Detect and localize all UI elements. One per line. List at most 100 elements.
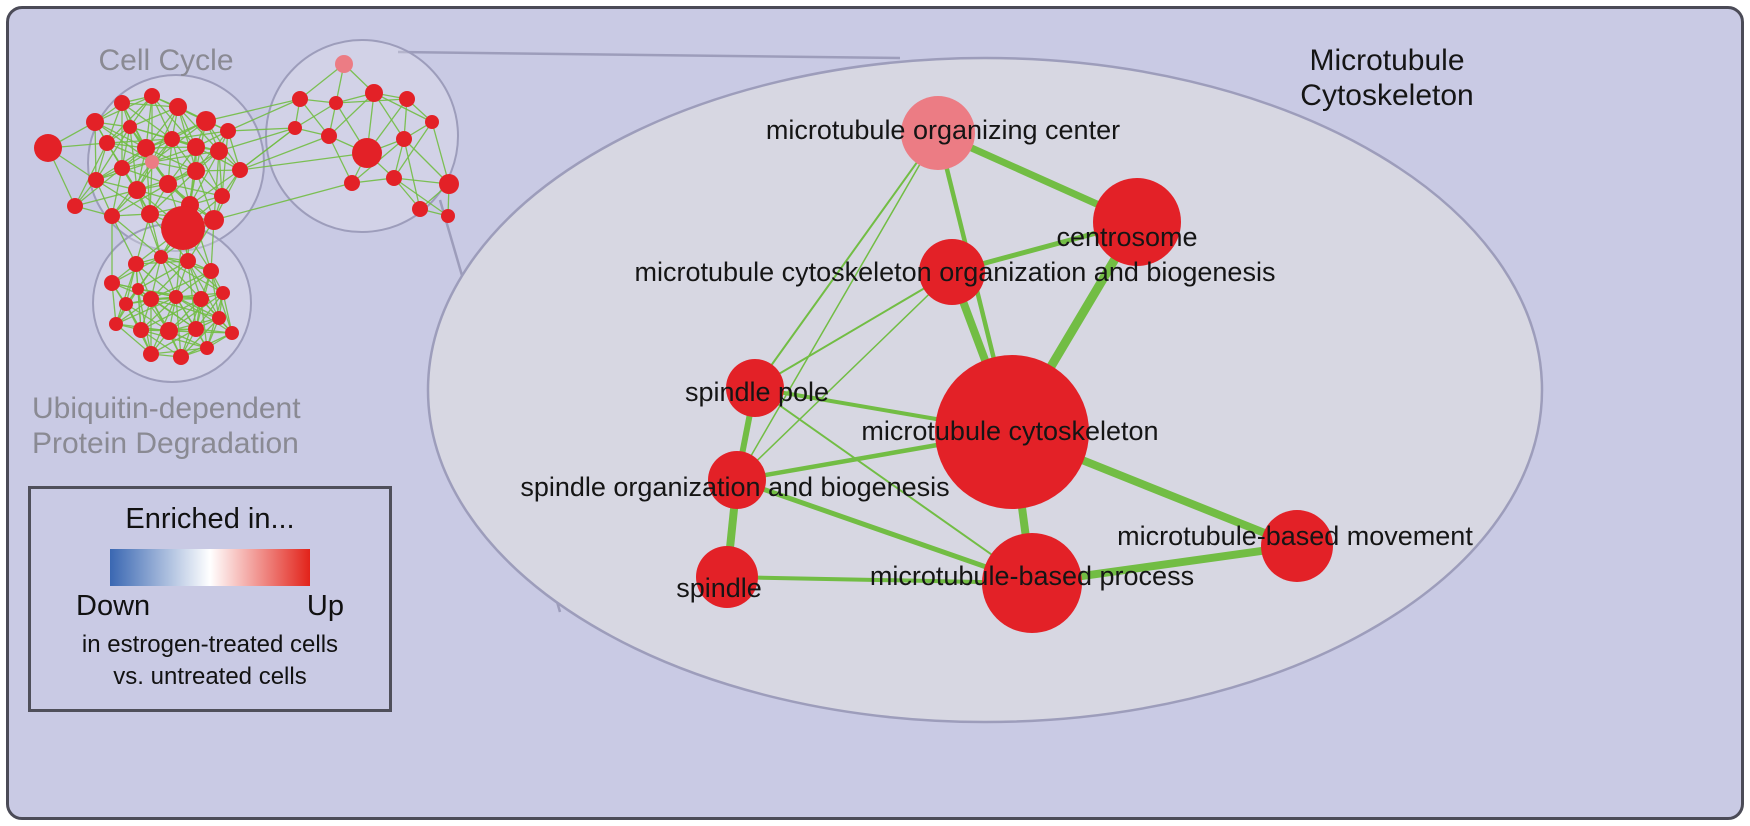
overview-node	[104, 275, 120, 291]
overview-edge	[111, 183, 169, 217]
overview-edge	[328, 92, 375, 137]
overview-edge	[177, 106, 220, 152]
microtubule-label-line2: Cytoskeleton	[1300, 78, 1474, 112]
overview-node	[137, 139, 155, 157]
overview-node	[164, 131, 180, 147]
node-label-spindle: spindle	[676, 573, 762, 603]
cluster-label-ubiquitin: Ubiquitin-dependent Protein Degradation	[32, 392, 301, 461]
overview-edge	[149, 170, 197, 215]
overview-node	[214, 188, 230, 204]
overview-edge	[175, 296, 182, 358]
overview-node	[187, 138, 205, 156]
overview-node	[114, 160, 130, 176]
overview-node	[67, 198, 83, 214]
node-mbm	[1261, 510, 1333, 582]
zoom-connector-line	[397, 50, 901, 60]
overview-edge	[177, 106, 197, 172]
overview-node	[210, 142, 228, 160]
overview-edge	[137, 288, 152, 355]
overview-node	[441, 209, 455, 223]
overview-node	[216, 286, 230, 300]
cluster-label-microtubule-cytoskeleton: Microtubule Cytoskeleton	[1262, 44, 1512, 113]
edge-sob-mbp	[736, 477, 1033, 586]
node-centrosome	[1093, 178, 1181, 266]
overview-node	[225, 326, 239, 340]
overview-edge	[213, 182, 353, 221]
overview-node	[180, 253, 196, 269]
overview-edge	[111, 167, 123, 217]
ubiquitin-label-line2: Protein Degradation	[32, 426, 299, 460]
overview-node	[352, 138, 382, 168]
overview-node	[196, 111, 216, 131]
overview-node	[123, 120, 137, 134]
overview-node	[232, 162, 248, 178]
overview-node	[160, 322, 178, 340]
overview-node	[169, 290, 183, 304]
overview-edge	[121, 102, 173, 140]
overview-edge	[74, 189, 138, 207]
overview-edge	[299, 63, 345, 100]
overview-node	[386, 170, 402, 186]
overview-node	[88, 172, 104, 188]
overview-edge	[189, 169, 241, 206]
overview-edge	[95, 179, 151, 215]
overview-node	[321, 128, 337, 144]
overview-edge	[106, 142, 153, 163]
overview-edge	[218, 127, 296, 152]
overview-edge	[393, 121, 433, 179]
overview-node	[154, 250, 168, 264]
overview-edge	[328, 135, 353, 184]
overview-edge	[111, 215, 137, 265]
overview-edge	[221, 130, 229, 197]
overview-node	[292, 91, 308, 107]
legend-up-label: Up	[306, 590, 344, 622]
overview-node	[335, 55, 353, 73]
overview-edge	[175, 296, 233, 334]
legend-box: Enriched in... Down Up in estrogen-treat…	[28, 486, 392, 712]
node-spindle	[696, 546, 758, 608]
overview-node	[187, 162, 205, 180]
node-mc	[935, 355, 1089, 509]
node-label-centrosome: centrosome	[1056, 222, 1197, 252]
overview-edge	[160, 256, 177, 298]
overview-edge	[213, 150, 220, 221]
overview-edge	[140, 329, 208, 349]
overview-node	[104, 208, 120, 224]
overview-edge	[136, 189, 191, 206]
overview-edge	[160, 256, 202, 300]
overview-node	[329, 96, 343, 110]
overview-edge	[136, 189, 162, 258]
overview-node	[86, 113, 104, 131]
node-label-sob: spindle organization and biogenesis	[520, 472, 949, 502]
overview-node	[173, 349, 189, 365]
node-spindle_pole	[726, 359, 784, 417]
overview-edge	[115, 296, 177, 325]
overview-node	[396, 131, 412, 147]
edge-spindle-mbp	[726, 575, 1033, 585]
overview-node	[188, 321, 204, 337]
overview-edge	[294, 102, 337, 129]
overview-edge	[195, 146, 223, 197]
overview-edge	[187, 260, 220, 319]
overview-node	[193, 291, 209, 307]
overview-edge	[137, 260, 189, 290]
overview-node	[200, 341, 214, 355]
overview-node	[99, 135, 115, 151]
overview-edge	[205, 98, 301, 122]
edge-mcob-sob	[736, 271, 953, 481]
overview-edge	[151, 95, 197, 148]
overview-node	[212, 311, 226, 325]
overview-node	[203, 263, 219, 279]
node-label-spindle_pole: spindle pole	[685, 377, 829, 407]
overview-node	[204, 210, 224, 230]
legend-title: Enriched in...	[125, 503, 295, 535]
overview-edge	[140, 296, 177, 331]
microtubule-label-line1: Microtubule	[1309, 44, 1465, 77]
overview-node	[161, 206, 205, 250]
overview-edge	[171, 138, 191, 206]
overview-node	[109, 317, 123, 331]
cluster-label-cell-cycle: Cell Cycle	[98, 44, 234, 77]
overview-edge	[239, 152, 368, 171]
node-label-mbp: microtubule-based process	[870, 561, 1194, 591]
